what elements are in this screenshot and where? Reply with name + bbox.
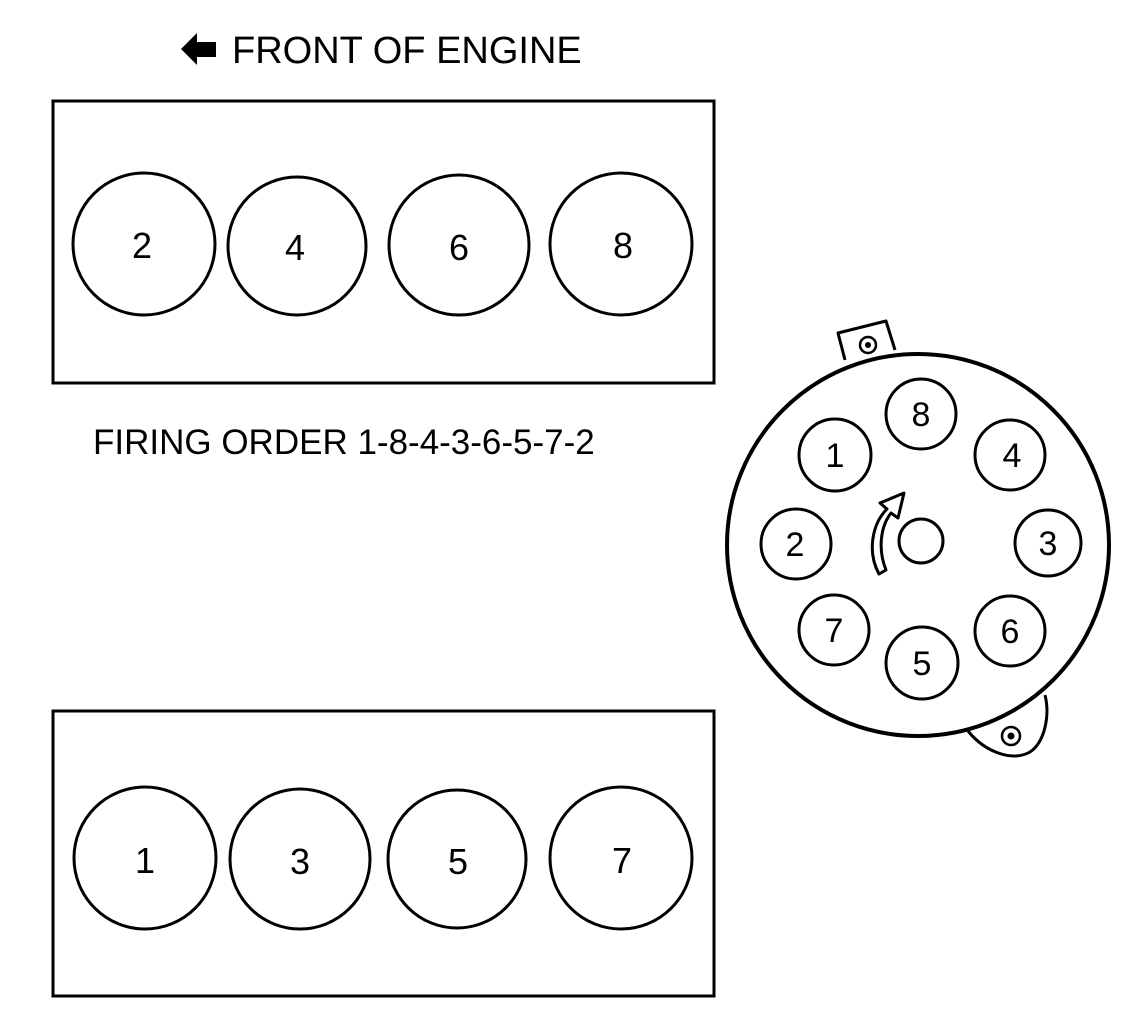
lower-cylinder-4: 7 [548, 785, 694, 931]
cylinder-circle [548, 785, 694, 931]
terminal-circle [884, 377, 958, 451]
terminal-number: 1 [826, 437, 845, 475]
distributor-terminal: 5 [884, 625, 960, 701]
distributor-terminal: 4 [973, 418, 1047, 492]
upper-cylinder-4: 8 [548, 171, 694, 317]
terminal-number: 6 [1001, 613, 1020, 651]
terminal-number: 2 [786, 526, 805, 564]
distributor-terminal: 8 [884, 377, 958, 451]
terminal-number: 7 [825, 612, 844, 650]
cylinder-number: 7 [612, 840, 632, 881]
terminal-circle [973, 594, 1047, 668]
distributor-terminal: 1 [797, 417, 873, 493]
cylinder-number: 8 [613, 225, 633, 266]
terminal-circle [973, 418, 1047, 492]
lower-cylinder-2: 3 [228, 787, 372, 931]
terminal-number: 8 [912, 396, 931, 434]
upper-cylinder-bank: 2 4 6 8 [51, 99, 716, 385]
cylinder-number: 3 [290, 841, 310, 882]
lower-bank-outline [51, 709, 716, 998]
rotor-shaft [897, 517, 945, 565]
upper-bank-outline [51, 99, 716, 385]
bottom-mounting-tab [966, 694, 1049, 758]
distributor-terminal: 3 [1013, 508, 1083, 578]
cylinder-circle [226, 175, 368, 317]
terminal-number: 5 [913, 645, 932, 683]
upper-cylinder-2: 4 [226, 175, 368, 317]
tab-outline [966, 694, 1049, 758]
top-mounting-tab [836, 319, 897, 361]
terminal-circle [1013, 508, 1083, 578]
terminal-circle [797, 593, 871, 667]
terminal-circle [797, 417, 873, 493]
front-of-engine-label: FRONT OF ENGINE [232, 30, 582, 72]
cylinder-circle [387, 173, 531, 317]
distributor-terminal: 2 [759, 507, 833, 581]
left-arrow-icon [181, 33, 216, 65]
terminal-number: 4 [1003, 437, 1022, 475]
distributor-cap: 8 4 3 6 5 7 2 1 [725, 319, 1111, 758]
terminal-circle [759, 507, 833, 581]
cylinder-circle [386, 788, 528, 930]
screw-center [1007, 732, 1015, 740]
rotation-arrow-icon [870, 491, 906, 576]
cylinder-circle [228, 787, 372, 931]
distributor-terminal: 6 [973, 594, 1047, 668]
front-of-engine-indicator: FRONT OF ENGINE [181, 30, 582, 72]
cylinder-number: 6 [449, 227, 469, 268]
upper-cylinder-3: 6 [387, 173, 531, 317]
terminal-circle [884, 625, 960, 701]
terminal-number: 3 [1039, 525, 1058, 563]
lower-cylinder-bank: 1 3 5 7 [51, 709, 716, 998]
cylinder-number: 2 [132, 225, 152, 266]
lower-cylinder-1: 1 [72, 785, 218, 931]
cylinder-circle [548, 171, 694, 317]
lower-cylinder-3: 5 [386, 788, 528, 930]
cylinder-number: 5 [448, 841, 468, 882]
cylinder-circle [72, 785, 218, 931]
cylinder-number: 1 [135, 840, 155, 881]
screw-center [865, 342, 871, 348]
upper-cylinder-1: 2 [71, 171, 217, 317]
distributor-terminal: 7 [797, 593, 871, 667]
cylinder-circle [71, 171, 217, 317]
cylinder-number: 4 [285, 227, 305, 268]
firing-order-label: FIRING ORDER 1-8-4-3-6-5-7-2 [93, 423, 595, 462]
